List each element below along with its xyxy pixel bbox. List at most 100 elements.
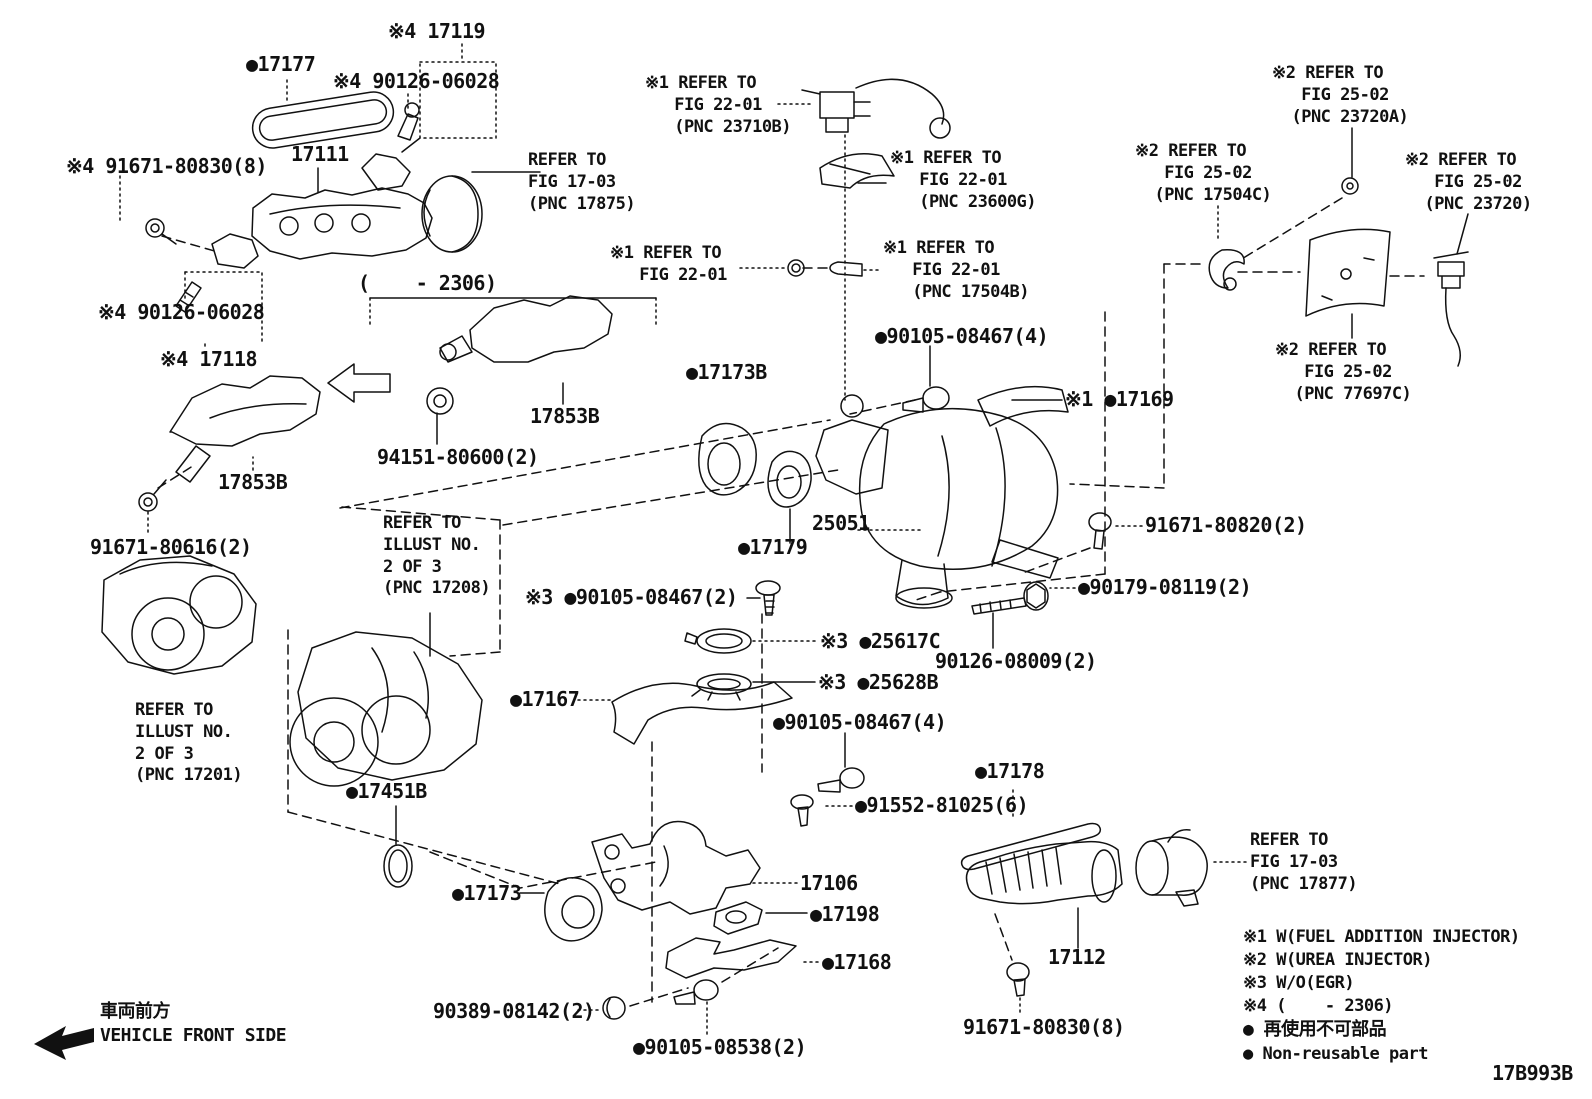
label-91552-81025: ●91552-81025(6) [855,793,1029,817]
label-91671-80820: 91671-80820(2) [1145,513,1307,537]
gasket-17173B [698,422,757,496]
label-25051: 25051 [812,511,870,535]
label-ref-77697C: ※2 REFER TO FIG 25-02 (PNC 77697C) [1275,340,1412,404]
label-90126-08009: 90126-08009(2) [935,649,1097,673]
label-90126-06028-b: ※4 90126-06028 [98,300,265,324]
gasket-25617C [684,628,752,654]
legend-non-reusable-en: ● Non-reusable part [1243,1044,1428,1064]
label-17853B-right: 17853B [530,404,600,428]
bracket-17119 [361,102,420,191]
legend-non-reusable-jp: ● 再使用不可部品 [1243,1019,1387,1040]
label-ref-23720: ※2 REFER TO FIG 25-02 (PNC 23720) [1405,150,1532,214]
nut-90179-08119 [1023,581,1049,611]
fuel-addition-injector-ref-23710B [801,78,951,139]
intake-manifold-17111 [251,187,433,260]
bolt-90105-08538 [673,979,719,1005]
heat-insulator-ref-17875 [421,175,483,253]
oring-17451B [383,844,413,888]
bolt-91671-80830-bottom [1006,962,1030,997]
clamp-ref-17504C [1208,249,1245,291]
label-90105-08467-b: ※3 ●90105-08467(2) [525,585,738,609]
legend-note-1: ※1 W(FUEL ADDITION INJECTOR) [1243,927,1520,947]
manifold-17853B-right [439,295,613,363]
label-17451B: ●17451B [346,779,427,803]
vehicle-front-arrow-icon [34,1026,94,1060]
label-ref-23710B: ※1 REFER TO FIG 22-01 (PNC 23710B) [645,73,792,137]
label-91671-80616: 91671-80616(2) [90,535,252,559]
gasket-17198 [713,901,763,935]
gasket-17178 [960,822,1102,871]
label-17119: ※4 17119 [388,19,486,43]
washer-94151 [426,387,454,415]
label-ref-17504C: ※2 REFER TO FIG 25-02 (PNC 17504C) [1135,141,1272,205]
screw-91552-81025 [790,794,814,827]
label-17198: ●17198 [810,902,880,926]
label-range-2306: ( - 2306) [358,271,497,295]
bolt-ref-17504B [829,261,863,277]
label-17173: ●17173 [452,881,522,905]
label-ref-23600G: ※1 REFER TO FIG 22-01 (PNC 23600G) [890,148,1037,212]
gasket-17179 [767,450,812,508]
turbocharger-ref-17208 [289,631,483,787]
supersession-arrow [327,363,391,403]
bolt-91671-80820 [1088,512,1112,550]
gasket-17168 [665,937,797,979]
bolt-90105-08467-lower [817,767,865,793]
bolt-90105-08467-upper [902,386,950,413]
washer-ref-2201 [787,259,805,277]
label-ref-23720A: ※2 REFER TO FIG 25-02 (PNC 23720A) [1272,63,1409,127]
grommet-ref-23720A [1341,177,1359,195]
label-90389-08142: 90389-08142(2) [433,999,595,1023]
label-90179-08119: ●90179-08119(2) [1078,575,1252,599]
legend-note-4: ※4 ( - 2306) [1243,996,1394,1016]
heat-insulator-17169 [977,385,1069,427]
label-90105-08467-a: ●90105-08467(4) [875,324,1049,348]
label-ref-17877: REFER TO FIG 17-03 (PNC 17877) [1250,830,1358,894]
label-90105-08467-c: ●90105-08467(4) [773,710,947,734]
label-25628B: ※3 ●25628B [818,670,939,694]
label-17169: ※1 ●17169 [1065,387,1174,411]
label-17173B: ●17173B [686,360,767,384]
label-17179: ●17179 [738,535,808,559]
heat-insulator-17167 [611,681,793,745]
egr-pipe-17106 [591,820,761,915]
label-ref-17875: REFER TO FIG 17-03 (PNC 17875) [528,150,636,214]
exhaust-pipe-17112 [965,840,1123,905]
bolt-91671-80830-top [145,218,177,245]
label-17167: ●17167 [510,687,580,711]
label-17168: ●17168 [822,950,892,974]
urea-injector-ref-23720 [1433,251,1469,367]
turbocharger-ref-17201 [101,555,257,675]
bolt-91671-80616 [138,479,167,512]
shield-ref-77697C [1305,228,1391,317]
stud-90126-08009 [971,597,1027,615]
label-17118: ※4 17118 [160,347,258,371]
manifold-17118 [169,375,321,483]
label-17853B-left: 17853B [218,470,288,494]
legend-note-2: ※2 W(UREA INJECTOR) [1243,950,1432,970]
gasket-17177 [251,91,395,149]
label-17111: 17111 [291,142,349,166]
label-17178: ●17178 [975,759,1045,783]
front-side-label-jp: 車両前方 [100,1001,171,1022]
front-side-label-en: VEHICLE FRONT SIDE [100,1025,287,1046]
label-91671-80830-b: 91671-80830(8) [963,1015,1125,1039]
catalytic-converter-25051 [815,394,1059,609]
label-17112: 17112 [1048,945,1106,969]
label-ref-17208: REFER TO ILLUST NO. 2 OF 3 (PNC 17208) [383,513,491,599]
label-17106: 17106 [800,871,858,895]
label-ref-2201: ※1 REFER TO FIG 22-01 [610,243,727,285]
bracket-upper-left [211,233,259,269]
washer-90389 [602,996,626,1020]
label-17177: ●17177 [246,52,316,76]
label-91671-80830-a: ※4 91671-80830(8) [66,154,267,178]
shield-ref-23600G [819,153,895,189]
label-94151-80600: 94151-80600(2) [377,445,539,469]
screw-90105-08467-egr [755,580,781,616]
label-ref-17201: REFER TO ILLUST NO. 2 OF 3 (PNC 17201) [135,700,243,786]
stud-90126-06028 [175,281,202,313]
legend-note-3: ※3 W/O(EGR) [1243,973,1355,993]
gasket-25628B [691,673,752,701]
